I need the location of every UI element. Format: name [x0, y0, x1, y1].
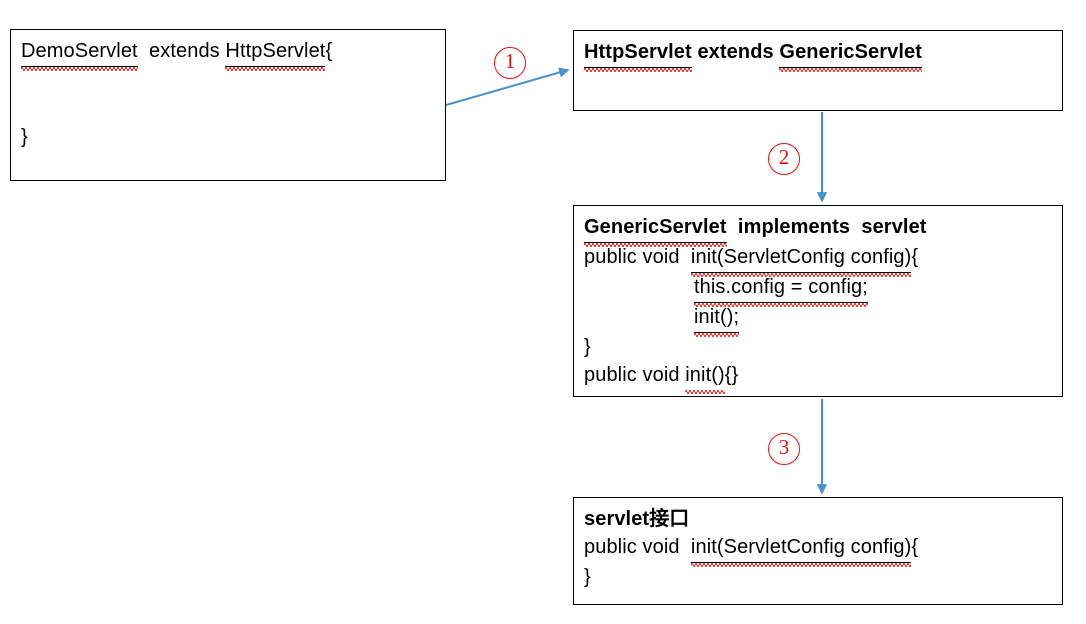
box-httpservlet[interactable]: HttpServlet extends GenericServlet: [573, 30, 1063, 111]
genericservlet-assign-config: this.config = config;: [694, 273, 868, 307]
genericservlet-init-call: init();: [694, 303, 740, 337]
demoservlet-signature-line: DemoServlet extends HttpServlet{: [21, 37, 435, 71]
genericservlet-init-noarg-signature: public void init(){}: [584, 361, 1052, 394]
genericservlet-init-call-line: init();: [584, 303, 1052, 337]
demoservlet-open-brace: {: [325, 40, 333, 62]
genericservlet-init-modifiers: public void: [584, 246, 691, 268]
step-marker-2: 2: [768, 143, 800, 175]
box-demoservlet[interactable]: DemoServlet extends HttpServlet{ }: [10, 29, 446, 181]
genericservlet-init-noarg-method: init(): [685, 361, 725, 394]
httpservlet-superclass: GenericServlet: [779, 38, 922, 72]
genericservlet-classname: GenericServlet: [584, 213, 727, 247]
box-genericservlet[interactable]: GenericServlet implements servlet public…: [573, 205, 1063, 397]
demoservlet-superclass: HttpServlet: [225, 37, 326, 71]
genericservlet-init-method: init(ServletConfig config): [690, 243, 912, 277]
servlet-interface-title: servlet接口: [584, 508, 690, 530]
genericservlet-signature-line: GenericServlet implements servlet: [584, 213, 1052, 247]
genericservlet-init-close-brace: }: [584, 336, 591, 358]
box-servlet-interface[interactable]: servlet接口 public void init(ServletConfig…: [573, 497, 1063, 605]
servlet-init-open-brace: {: [911, 536, 919, 558]
genericservlet-init-signature: public void init(ServletConfig config){: [584, 243, 1052, 277]
servlet-init-modifiers: public void: [584, 536, 691, 558]
demoservlet-blank-line-2: [21, 95, 435, 123]
step-marker-1: 1: [494, 47, 526, 79]
demoservlet-extends-keyword: extends: [137, 40, 226, 62]
demoservlet-classname: DemoServlet: [21, 37, 138, 71]
genericservlet-init-noarg-modifiers: public void: [584, 364, 686, 386]
httpservlet-classname: HttpServlet: [584, 38, 692, 72]
genericservlet-init-noarg-body: {}: [724, 364, 739, 386]
demoservlet-close-brace: }: [21, 126, 28, 148]
genericservlet-assign-config-line: this.config = config;: [584, 273, 1052, 307]
servlet-init-signature: public void init(ServletConfig config){: [584, 533, 1052, 567]
servlet-init-close-brace: }: [584, 566, 591, 588]
httpservlet-extends-keyword: extends: [691, 41, 780, 63]
httpservlet-signature-line: HttpServlet extends GenericServlet: [584, 38, 1052, 72]
genericservlet-implements-clause: implements servlet: [726, 216, 927, 238]
servlet-init-method: init(ServletConfig config): [690, 533, 912, 567]
demoservlet-blank-line-1: [21, 67, 435, 95]
genericservlet-init-open-brace: {: [911, 246, 919, 268]
step-marker-3: 3: [768, 433, 800, 465]
